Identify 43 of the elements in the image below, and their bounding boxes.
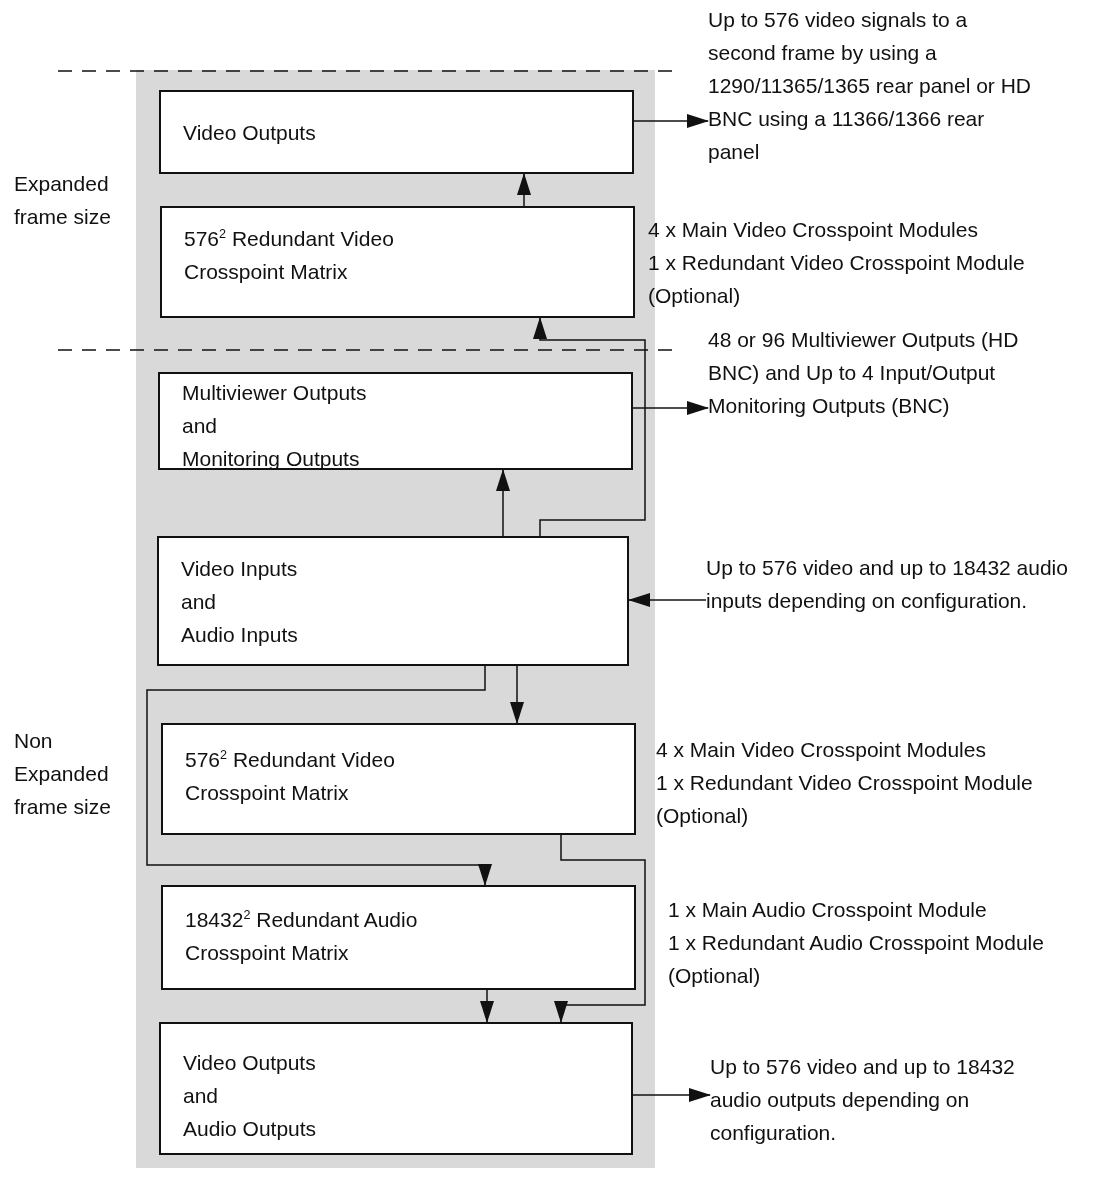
arrow (496, 469, 510, 537)
box-label: 18432$^{2}$ Redundant Audio Crosspoint Matrix (185, 907, 419, 966)
process-box (159, 90, 634, 174)
module-note: 1 x Redundant Video Crosspoint Module (Optional) (648, 250, 1026, 309)
box-label: Monitoring Outputs (182, 446, 360, 472)
annotation-text: Up to 576 video and up to 18432 audio outputs depending on configuration. (710, 1050, 1040, 1149)
annotation-text: Up to 576 video signals to a second frame by using a 1290/11365/1365 rear panel or HD BNC using a 11366/1366 rear panel (708, 3, 1038, 168)
annotation-text: Up to 576 video and up to 18432 audio inputs depending on configuration. (706, 551, 1091, 617)
box-label: Multiviewer Outputs (182, 380, 367, 406)
box-label: and (181, 589, 217, 615)
box-label: 576$^{2}$ Redundant Video Crosspoint Matrix (185, 747, 396, 806)
process-box (159, 1022, 633, 1155)
arrow (533, 317, 646, 537)
process-box (158, 372, 633, 470)
arrow (480, 989, 494, 1023)
arrow (633, 114, 709, 128)
module-note: 1 x Redundant Audio Crosspoint Module (Optional) (668, 930, 1045, 989)
module-note: 1 x Main Audio Crosspoint Module (668, 897, 988, 923)
arrow (510, 665, 524, 724)
box-label: Video Outputs (183, 1050, 316, 1076)
box-label: Audio Outputs (183, 1116, 317, 1142)
box-label: Video Inputs (181, 556, 298, 582)
box-label: and (182, 413, 218, 439)
arrow (628, 593, 707, 607)
frame-size-label: Non Expanded frame size (14, 728, 112, 820)
box-label: 576$^{2}$ Redundant Video Crosspoint Matrix (184, 226, 395, 285)
arrow (517, 173, 531, 207)
box-label: Video Outputs (183, 119, 316, 146)
arrow (632, 401, 709, 415)
box-label: Audio Inputs (181, 622, 298, 648)
arrow (632, 1088, 711, 1102)
annotation-text: 48 or 96 Multiviewer Outputs (HD BNC) and Up to 4 Input/Output Monitoring Outputs (BNC) (708, 323, 1048, 422)
process-box (161, 885, 636, 990)
frame-size-label: Expanded frame size (14, 171, 112, 230)
process-box (160, 206, 635, 318)
module-note: 4 x Main Video Crosspoint Modules (648, 217, 979, 243)
arrow (146, 665, 492, 886)
module-note: 1 x Redundant Video Crosspoint Module (Optional) (656, 770, 1034, 829)
process-box (157, 536, 629, 666)
process-box (161, 723, 636, 835)
box-label: and (183, 1083, 219, 1109)
arrow (554, 834, 646, 1023)
module-note: 4 x Main Video Crosspoint Modules (656, 737, 987, 763)
